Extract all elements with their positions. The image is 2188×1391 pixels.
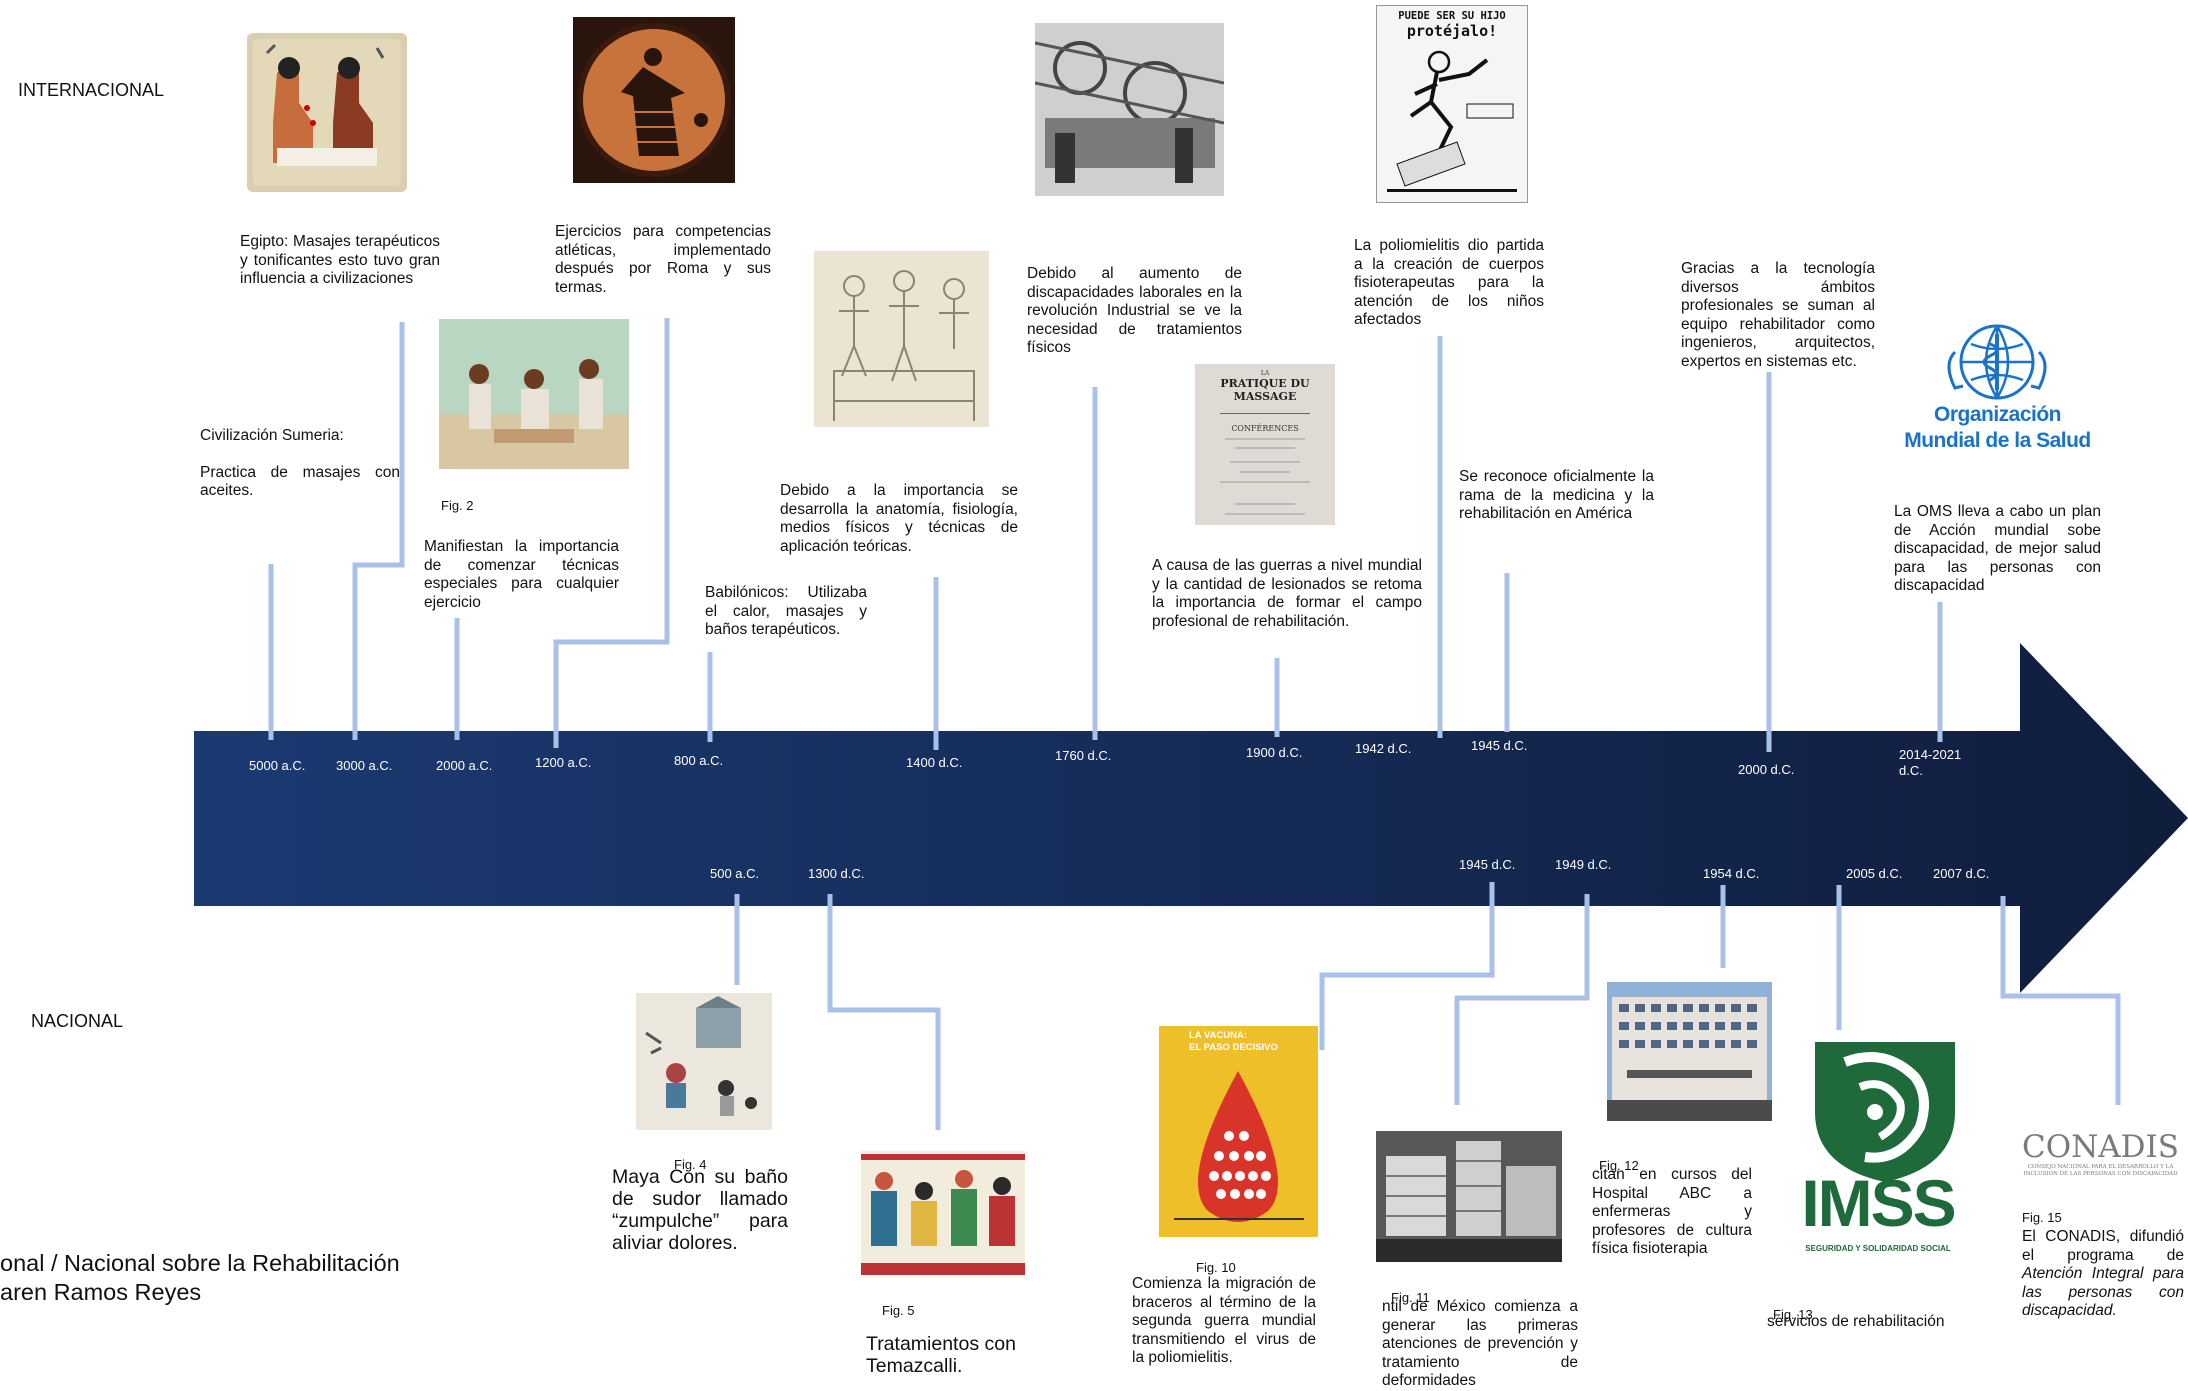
vaccine-poster-title: LA VACUNA: EL PASO DECISIVO — [1189, 1030, 1278, 1054]
date-label: 1945 d.C. — [1471, 738, 1528, 753]
book-title: PRATIQUE DU MASSAGE — [1220, 377, 1310, 403]
connector-1200 — [553, 318, 670, 748]
text-maya: Maya Con su baño de sudor llamado “zumpu… — [612, 1166, 788, 1254]
text-conadis-a: El CONADIS, difundió el programa de — [2022, 1228, 2184, 1264]
date-label: 2000 d.C. — [1738, 762, 1795, 777]
date-label: 1400 d.C. — [906, 755, 963, 770]
vaccine-poster-line1: LA VACUNA: — [1189, 1030, 1248, 1041]
text-conadis-b: Atención Integral para las personas con … — [2022, 1265, 2184, 1319]
text-grecia: Ejercicios para competencias atléticas, … — [555, 223, 771, 296]
imss-logo-text: IMSS — [1801, 1166, 1956, 1240]
conadis-logo-text: CONADIS — [2022, 1130, 2179, 1165]
figure-label: Fig. 13 — [1773, 1307, 1813, 1322]
hospital-aerial-image — [1376, 1131, 1562, 1262]
egypt-painting-image — [247, 33, 407, 192]
figure-label: Fig. 15 — [2022, 1210, 2062, 1225]
text-sumeria-title: Civilización Sumeria: — [200, 427, 344, 444]
conadis-logo-subtitle: CONSEJO NACIONAL PARA EL DESARROLLO Y LA… — [2023, 1164, 2178, 1177]
text-babilonicos: Babilónicos: Utilizaba el calor, masajes… — [705, 584, 867, 638]
massage-book-image: LA PRATIQUE DU MASSAGE CONFÉRENCES — [1195, 364, 1335, 525]
date-label: 800 a.C. — [674, 753, 724, 768]
date-label: 1900 d.C. — [1246, 745, 1303, 760]
polio-poster-image: PUEDE SER SU HIJO protéjalo! — [1376, 5, 1528, 203]
text-temazcalli: Tratamientos con Temazcalli. — [866, 1333, 1016, 1377]
text-guerras: A causa de las guerras a nivel mundial y… — [1152, 557, 1422, 630]
text-hospital-infantil: ntil de México comienza a generar las pr… — [1382, 1298, 1578, 1389]
date-label: 1300 d.C. — [808, 866, 865, 881]
date-label: 500 a.C. — [710, 866, 760, 881]
imss-logo-subtitle: SEGURIDAD Y SOLIDARIDAD SOCIAL — [1805, 1244, 1951, 1253]
figure-label: Fig. 2 — [441, 498, 474, 513]
date-label: 2007 d.C. — [1933, 866, 1990, 881]
greek-vase-image — [573, 17, 735, 183]
date-label: 1760 d.C. — [1055, 748, 1112, 763]
date-label: 3000 a.C. — [336, 758, 393, 773]
date-label: 5000 a.C. — [249, 758, 306, 773]
text-america: Se reconoce oficialmente la rama de la m… — [1459, 468, 1654, 522]
text-poliomielitis: La poliomielitis dio partida a la creaci… — [1354, 237, 1544, 328]
figure-label: Fig. 5 — [882, 1303, 915, 1318]
text-tecnicas-especiales: Manifiestan la importancia de comenzar t… — [424, 538, 619, 611]
date-label: 2014-2021 d.C. — [1899, 747, 1962, 778]
industrial-revolution-image — [1035, 23, 1224, 196]
figure-label: Fig. 4 — [674, 1157, 707, 1172]
ancient-treatment-scene-image — [439, 319, 629, 469]
text-sumeria-body: Practica de masajes con aceites. — [200, 463, 400, 500]
connector-1300 — [827, 894, 941, 1130]
oms-logo-text: Organización Mundial de la Salud — [1895, 402, 2100, 454]
poster-line2: protéjalo! — [1406, 22, 1498, 40]
text-revolucion-industrial: Debido al aumento de discapacidades labo… — [1027, 265, 1242, 356]
text-imss: servicios de rehabilitación — [1767, 1313, 1945, 1330]
figure-label: Fig. 10 — [1196, 1260, 1236, 1275]
date-label: 2000 a.C. — [436, 758, 493, 773]
date-label: 2005 d.C. — [1846, 866, 1903, 881]
date-label: 1200 a.C. — [535, 755, 592, 770]
temazcal-codex-image — [861, 1151, 1025, 1275]
text-anatomia: Debido a la importancia se desarrolla la… — [780, 482, 1018, 555]
hospital-abc-image — [1607, 982, 1772, 1121]
text-oms: La OMS lleva a cabo un plan de Acción mu… — [1894, 503, 2101, 594]
footer-title-line2: aren Ramos Reyes — [0, 1279, 202, 1305]
poster-line1: PUEDE SER SU HIJO — [1398, 10, 1506, 22]
text-tecnologia: Gracias a la tecnología diversos ámbitos… — [1681, 260, 1875, 370]
vaccine-poster-image: LA VACUNA: EL PASO DECISIVO — [1159, 1026, 1318, 1237]
figure-label: Fig. 11 — [1391, 1290, 1430, 1305]
book-subtitle: CONFÉRENCES — [1231, 424, 1299, 433]
text-migracion-braceros: Comienza la migración de braceros al tér… — [1132, 1275, 1316, 1366]
figure-label: Fig. 12 — [1599, 1158, 1639, 1173]
imss-logo-image: IMSS SEGURIDAD Y SOLIDARIDAD SOCIAL — [1788, 1032, 1968, 1262]
text-hospital-abc: citan en cursos del Hospital ABC a enfer… — [1592, 1166, 1752, 1257]
conadis-logo-image: CONADIS CONSEJO NACIONAL PARA EL DESARRO… — [2018, 1130, 2183, 1186]
connector-1949 — [1454, 894, 1590, 1105]
oms-logo-image: Organización Mundial de la Salud — [1895, 322, 2100, 457]
text-sumeria: Civilización Sumeria: Practica de masaje… — [200, 427, 400, 501]
section-label-national: NACIONAL — [31, 1011, 124, 1031]
oms-logo-line2: Mundial de la Salud — [1904, 429, 2091, 452]
oms-logo-line1: Organización — [1933, 403, 2062, 426]
date-label: 1942 d.C. — [1355, 741, 1412, 756]
footer-title-line1: onal / Nacional sobre la Rehabilitación — [0, 1250, 400, 1276]
date-label: 1954 d.C. — [1703, 866, 1760, 881]
maya-codex-image — [636, 993, 772, 1130]
date-label: 1949 d.C. — [1555, 857, 1612, 872]
footer-title: onal / Nacional sobre la Rehabilitación … — [0, 1249, 400, 1307]
text-conadis: El CONADIS, difundió el programa de Aten… — [2022, 1228, 2184, 1321]
section-label-international: INTERNACIONAL — [18, 80, 165, 100]
connector-3000 — [352, 322, 405, 740]
vaccine-poster-line2: EL PASO DECISIVO — [1189, 1042, 1278, 1053]
connector-2007 — [2000, 896, 2121, 1105]
anatomy-engraving-image — [814, 251, 989, 427]
date-label: 1945 d.C. — [1459, 857, 1516, 872]
text-egipto: Egipto: Masajes terapéuticos y tonifican… — [240, 233, 440, 287]
connector-1945-bottom — [1319, 882, 1495, 1050]
